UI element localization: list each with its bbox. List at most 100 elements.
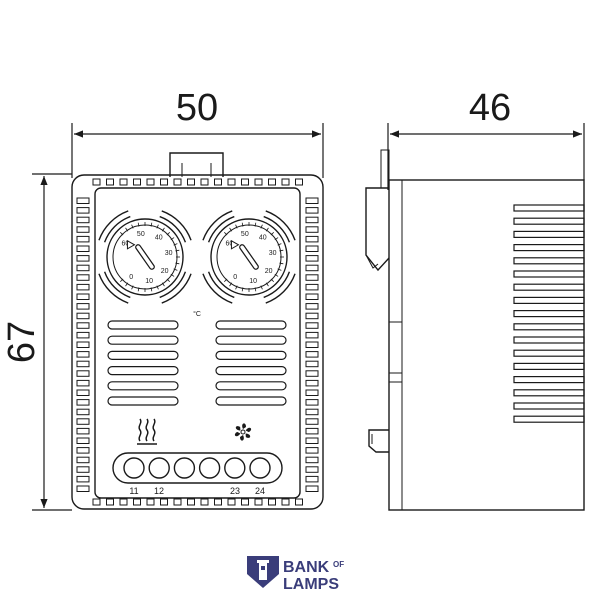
side-vent-slot	[513, 349, 585, 357]
dial-tick	[137, 222, 140, 227]
dial-bracket	[98, 210, 129, 241]
rib	[305, 360, 319, 368]
dial-bracket	[207, 271, 235, 299]
side-vent-slot	[513, 415, 585, 423]
side-bottom-clip	[368, 429, 389, 453]
dial-scale-label: 0	[233, 274, 237, 281]
rib	[305, 427, 319, 435]
rib	[214, 178, 222, 186]
dial-bracket	[159, 271, 187, 299]
dial-scale-label: 60	[225, 241, 233, 248]
rib	[76, 235, 90, 243]
rib	[76, 255, 90, 262]
dial-bracket	[263, 271, 291, 299]
dial-bracket	[265, 210, 296, 241]
dial-tick	[279, 249, 284, 252]
rib	[305, 235, 319, 243]
dial-tick	[150, 287, 153, 292]
rib	[305, 255, 319, 262]
housing-outline	[71, 174, 324, 510]
rib	[76, 283, 90, 291]
terminal-label-11: 11	[129, 486, 138, 496]
rib	[173, 178, 182, 186]
rib	[187, 178, 195, 186]
rib	[305, 341, 319, 348]
dial-tick	[166, 231, 171, 236]
side-housing	[388, 179, 585, 511]
dial-tick	[260, 285, 263, 290]
dial-tick	[265, 282, 269, 287]
side-vent-slot	[513, 362, 585, 370]
side-vent-slot	[513, 310, 585, 318]
rib	[241, 498, 249, 506]
dial-scale-label: 20	[265, 268, 273, 275]
dial-scale-label: 50	[137, 231, 145, 238]
rib	[76, 303, 90, 310]
rib	[160, 178, 168, 186]
dial-bracket	[207, 215, 235, 243]
dial-tick	[125, 227, 129, 232]
terminal-label-24: 24	[255, 486, 265, 496]
rib	[146, 178, 155, 186]
rib	[305, 437, 319, 444]
dial-tick	[175, 262, 180, 265]
rib	[305, 331, 319, 339]
rib	[305, 370, 319, 377]
dial-tick	[161, 227, 165, 232]
terminal-label-23: 23	[230, 486, 240, 496]
rib	[305, 447, 319, 454]
dial-tick	[170, 237, 175, 241]
vent-slot	[215, 335, 287, 345]
dial-scale-label: 60	[121, 241, 129, 248]
terminal-hole	[249, 457, 271, 479]
rib	[76, 427, 90, 435]
rib	[76, 475, 90, 483]
rib	[295, 178, 303, 186]
dial-scale-label: 40	[259, 235, 267, 242]
dial-tick	[223, 231, 228, 236]
dial-tick	[166, 278, 171, 283]
dial-marker-icon	[126, 239, 136, 250]
rib	[76, 312, 90, 320]
vent-slot	[107, 350, 179, 360]
dial-scale-label: 0	[129, 274, 133, 281]
side-vent-slot	[513, 217, 585, 225]
rib	[119, 498, 128, 506]
rib	[305, 216, 319, 224]
rib	[92, 178, 101, 186]
logo-word-bank: BANK	[283, 559, 330, 576]
dial-tick	[161, 282, 165, 287]
fan-icon	[234, 423, 252, 441]
rib	[76, 437, 90, 444]
dial-tick	[254, 287, 257, 292]
dial-tick	[137, 287, 140, 292]
rib	[305, 264, 319, 272]
rib	[76, 360, 90, 368]
dial-tick	[277, 243, 282, 246]
rib	[187, 498, 195, 506]
side-vent-slot	[513, 336, 585, 344]
front-panel	[94, 187, 301, 499]
rib	[227, 178, 236, 186]
side-top-clip	[365, 187, 390, 272]
rib	[200, 498, 209, 506]
side-vent-slot	[513, 283, 585, 291]
dial-tick	[277, 268, 282, 271]
housing-ribs	[76, 178, 319, 506]
rib	[305, 418, 319, 425]
dial-tick	[265, 227, 269, 232]
terminal-hole	[224, 457, 246, 479]
rib	[305, 408, 319, 416]
side-view	[365, 149, 585, 511]
dial-tick	[173, 268, 178, 271]
side-vent-slot	[513, 204, 585, 212]
rib	[305, 245, 319, 252]
dial-tick	[274, 273, 279, 277]
rib	[268, 178, 276, 186]
dial-tick	[254, 222, 257, 227]
rib	[76, 418, 90, 425]
vent-slot	[215, 320, 287, 330]
